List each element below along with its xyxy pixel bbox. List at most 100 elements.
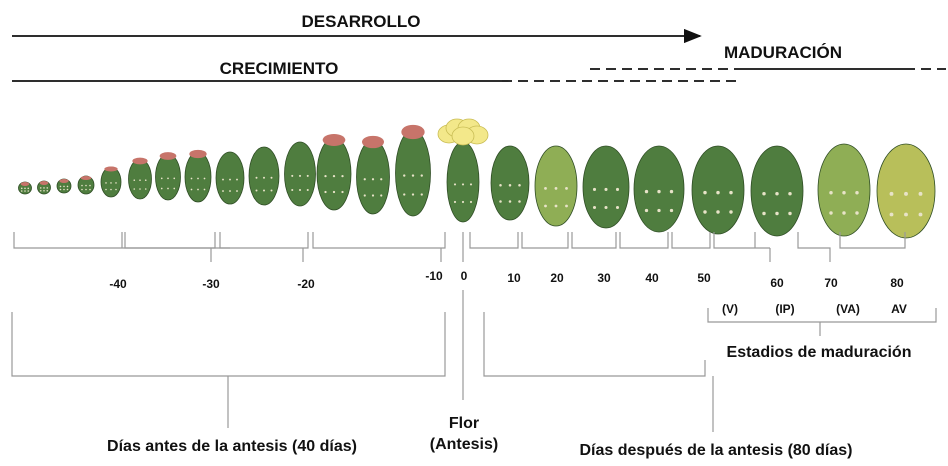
fruit-areole (190, 188, 193, 191)
fruit-10 (248, 146, 280, 206)
fruit-areole (788, 211, 792, 216)
fruit-areole (85, 184, 87, 187)
fruit-areole (89, 188, 91, 191)
fruit-13 (356, 139, 390, 215)
fruit-12 (316, 137, 352, 211)
fruit-areole (306, 188, 309, 192)
tick-50: 50 (697, 271, 711, 285)
fruit-areole (453, 183, 457, 186)
fruit-9 (215, 151, 245, 205)
after-anthesis-bracket (483, 312, 714, 432)
fruit-areole (324, 175, 327, 178)
fruit-areole (89, 184, 91, 187)
fruit-areole (110, 182, 112, 184)
fruit-areole (203, 188, 206, 191)
fruit-areole (20, 187, 23, 190)
fruit-areole (81, 188, 83, 191)
fruit-areole (829, 191, 833, 195)
tick-minus10: -10 (425, 269, 443, 283)
fruit-areole (544, 187, 547, 190)
fruit-areole (115, 182, 117, 184)
bracket-60 (713, 232, 771, 262)
maturation-stages-label: Estadios de maduración (727, 344, 912, 361)
fruit-areole (411, 174, 415, 177)
fruit-areole (263, 176, 265, 179)
fruit-tip (322, 134, 346, 146)
fruit-areole (59, 188, 62, 191)
fruit-areole (197, 177, 199, 180)
fruit-areole (46, 187, 49, 189)
fruit-areole (565, 187, 568, 190)
flower-label-line2: (Antesis) (430, 436, 498, 453)
tick-minus40: -40 (109, 277, 127, 291)
development-label: DESARROLLO (302, 12, 421, 31)
fruit-areole (716, 210, 720, 214)
fruit-19 (633, 145, 685, 233)
fruit-15 (446, 141, 480, 223)
tick-minus30: -30 (202, 277, 220, 291)
fruit-areole (729, 190, 733, 195)
fruit-areole (508, 183, 512, 187)
fruit-areole (657, 208, 661, 213)
fruit-areole (380, 194, 383, 197)
fruit-21 (750, 145, 804, 237)
fruit-areole (716, 190, 720, 195)
bracket-30 (571, 232, 617, 249)
fruit-areole (236, 178, 238, 181)
fruit-22 (817, 143, 871, 237)
fruit-areole (842, 191, 846, 195)
fruit-areole (222, 178, 224, 181)
fruit-areole (324, 190, 327, 194)
fruit-areole (657, 189, 661, 194)
fruit-areole (81, 184, 83, 187)
fruit-areole (411, 193, 415, 196)
fruit-areole (332, 175, 336, 178)
flower-petal (451, 126, 475, 146)
fruit-areole (371, 194, 375, 197)
fruit-areole (518, 183, 521, 187)
fruit-areole (66, 188, 69, 191)
fruit-areole (167, 177, 169, 180)
fruit-areole (403, 174, 406, 177)
tick-10: 10 (507, 271, 521, 285)
fruit-areole (341, 190, 344, 194)
fruit-areole (669, 189, 674, 194)
bracket-50 (671, 232, 711, 249)
fruit-areole (236, 190, 238, 192)
fruit-areole (889, 212, 894, 217)
fruit-17 (534, 145, 578, 227)
fruit-areole (762, 191, 766, 196)
fruit-16 (490, 145, 530, 221)
fruit-areole (27, 190, 30, 192)
fruit-11 (284, 141, 316, 207)
fruit-areole (420, 174, 423, 177)
stages-bracket (707, 308, 937, 336)
fruit-areole (775, 191, 779, 196)
fruit-areole (133, 179, 136, 181)
fruit-20 (691, 145, 745, 235)
bracket-40 (619, 232, 669, 249)
day-tick-labels: -40 -30 -20 -10 0 10 20 30 40 50 60 70 8… (109, 269, 904, 291)
tick-minus20: -20 (297, 277, 315, 291)
fruit-tip (104, 166, 118, 172)
fruit-areole (203, 177, 206, 180)
fruit-areole (729, 210, 733, 214)
fruit-areole (461, 200, 465, 204)
fruit-tip (362, 135, 384, 149)
fruit-areole (332, 190, 336, 194)
fruit-areole (167, 187, 169, 190)
fruit-areole (105, 188, 107, 191)
fruit-areole (363, 194, 366, 197)
fruit-areole (380, 178, 383, 181)
fruit-areole (554, 187, 558, 190)
fruit-areole (24, 187, 26, 190)
fruit-areole (363, 178, 366, 181)
maturation-label: MADURACIÓN (724, 43, 842, 62)
fruit-areole (842, 211, 846, 215)
before-anthesis-label: Días antes de la antesis (40 días) (107, 438, 357, 455)
fruit-areole (229, 190, 231, 192)
fruit-areole (592, 187, 597, 191)
fruit-areole (222, 190, 224, 192)
fruit-areole (615, 205, 620, 210)
